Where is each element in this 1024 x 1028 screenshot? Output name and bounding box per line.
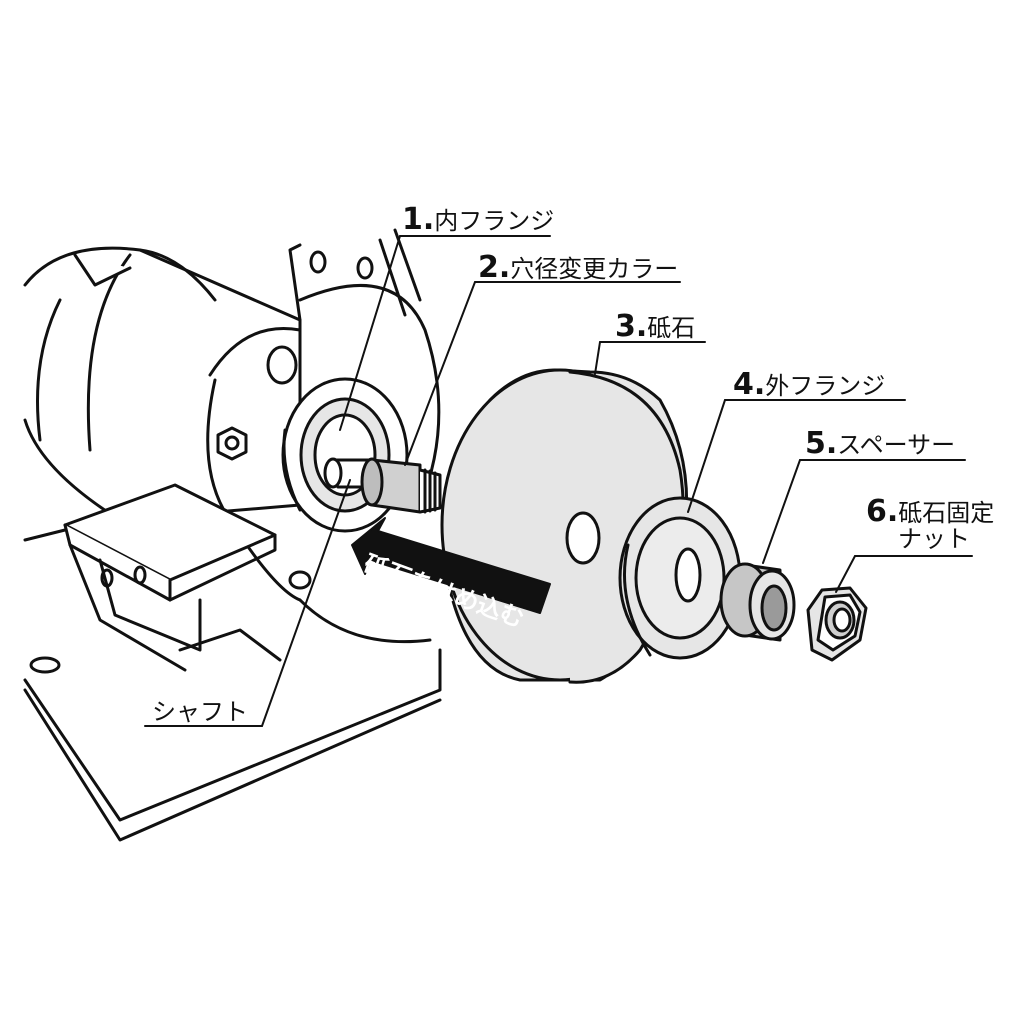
label-fixing-nut-text-line2: ナット <box>898 525 970 553</box>
label-outer-flange-text: 外フランジ <box>765 372 886 400</box>
label-shaft: シャフト <box>152 698 248 726</box>
label-bore-collar: 2.穴径変更カラー <box>478 253 678 283</box>
spacer <box>719 562 796 642</box>
label-bore-collar-text: 穴径変更カラー <box>510 255 679 283</box>
housing-bolt <box>216 426 248 461</box>
label-outer-flange-number: 4. <box>733 367 766 402</box>
label-grinding-wheel: 3.砥石 <box>615 312 695 342</box>
tool-rest <box>63 483 282 672</box>
fixing-nut <box>806 586 868 662</box>
label-grinding-wheel-number: 3. <box>615 309 648 344</box>
label-outer-flange: 4.外フランジ <box>733 370 885 400</box>
label-spacer-text: スペーサー <box>837 431 956 459</box>
outer-flange <box>618 496 742 660</box>
base-plate <box>23 528 442 842</box>
motor-housing <box>23 246 302 522</box>
label-inner-flange-number: 1. <box>402 202 435 237</box>
label-spacer-number: 5. <box>805 426 838 461</box>
label-inner-flange-text: 内フランジ <box>434 207 555 235</box>
insert-direction-arrow <box>351 517 551 614</box>
label-fixing-nut-number: 6. <box>866 494 899 529</box>
grinding-wheel <box>440 368 689 684</box>
wheel-guard <box>206 228 441 644</box>
label-bore-collar-number: 2. <box>478 250 511 285</box>
leader-lines <box>144 235 973 727</box>
bore-change-collar <box>360 457 442 514</box>
label-fixing-nut-text-line1: 砥石固定 <box>898 499 995 527</box>
label-fixing-nut: 6.砥石固定 <box>866 497 994 527</box>
label-inner-flange: 1.内フランジ <box>402 205 554 235</box>
label-spacer: 5.スペーサー <box>805 429 955 459</box>
label-grinding-wheel-text: 砥石 <box>647 314 696 342</box>
inner-flange <box>281 377 409 533</box>
